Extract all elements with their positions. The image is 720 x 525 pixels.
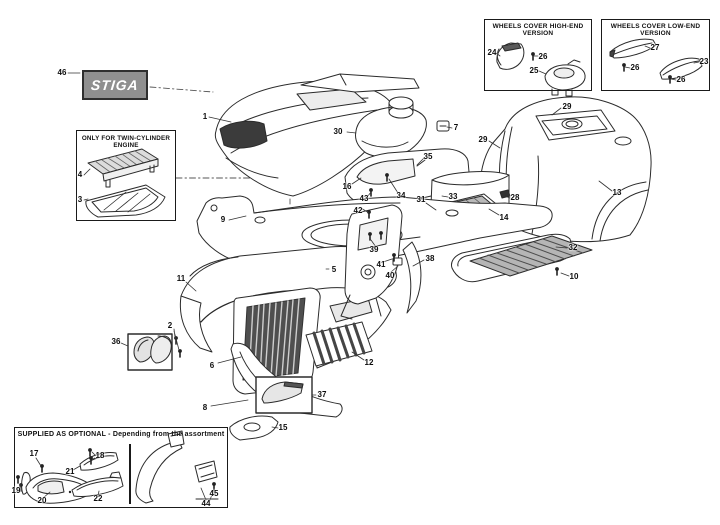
twin-cylinder-engine-box: ONLY FOR TWIN-CYLINDER ENGINE (76, 130, 176, 221)
callout-42: 42 (353, 206, 363, 215)
callout-22: 22 (93, 494, 103, 503)
supplied-as-optional-title: SUPPLIED AS OPTIONAL - Depending from th… (17, 431, 225, 438)
callout-36: 36 (111, 337, 121, 346)
callout-41: 41 (376, 260, 386, 269)
callout-11: 11 (176, 274, 186, 283)
callout-12: 12 (364, 358, 374, 367)
callout-40: 40 (385, 271, 395, 280)
supplied-as-optional-box: SUPPLIED AS OPTIONAL - Depending from th… (14, 427, 228, 508)
callout-28: 28 (510, 193, 520, 202)
callout-2: 2 (167, 321, 173, 330)
callout-20: 20 (37, 496, 47, 505)
twin-cylinder-engine-title: ONLY FOR TWIN-CYLINDER ENGINE (81, 135, 171, 149)
twin-cylinder-box-parts (85, 148, 166, 218)
callout-21: 21 (65, 467, 75, 476)
optional-right-parts (135, 430, 219, 504)
callout-26: 26 (676, 75, 686, 84)
callout-44: 44 (201, 499, 211, 508)
wheels-cover-low-end-title: WHEELS COVER LOW-END VERSION (610, 23, 701, 37)
callout-45: 45 (209, 489, 219, 498)
wheels-cover-high-end-box: WHEELS COVER HIGH-END VERSION (484, 19, 592, 91)
optional-left-parts (21, 452, 124, 504)
callout-38: 38 (425, 254, 435, 263)
headlight-lenses-box (127, 333, 173, 371)
callout-3: 3 (77, 195, 83, 204)
callout-43: 43 (359, 194, 369, 203)
callout-27: 27 (650, 43, 660, 52)
wheels-cover-high-end-title: WHEELS COVER HIGH-END VERSION (492, 23, 584, 37)
callout-29: 29 (562, 102, 572, 111)
leader-lines (18, 45, 700, 501)
callout-5: 5 (331, 265, 337, 274)
part-air-cleaner-cover (355, 96, 427, 158)
callout-9: 9 (220, 215, 226, 224)
callout-16: 16 (342, 182, 352, 191)
callout-24: 24 (487, 48, 497, 57)
callout-29: 29 (478, 135, 488, 144)
low-end-box-parts (609, 38, 703, 80)
callout-1: 1 (202, 112, 208, 121)
callout-15: 15 (278, 423, 288, 432)
callout-19: 19 (11, 486, 21, 495)
callout-25: 25 (529, 66, 539, 75)
part-bracket-15 (229, 415, 279, 441)
callout-13: 13 (612, 188, 622, 197)
callout-32: 32 (568, 243, 578, 252)
callout-34: 34 (396, 191, 406, 200)
callout-37: 37 (317, 390, 327, 399)
callout-8: 8 (202, 403, 208, 412)
callout-31: 31 (416, 195, 426, 204)
callout-14: 14 (499, 213, 509, 222)
callout-10: 10 (569, 272, 579, 281)
part-hood (214, 73, 420, 197)
callout-18: 18 (95, 451, 105, 460)
callout-17: 17 (29, 449, 39, 458)
optional-box-divider (129, 444, 131, 504)
part-clip-7 (436, 120, 450, 132)
callout-33: 33 (448, 192, 458, 201)
part-side-vent (305, 321, 373, 367)
callout-26: 26 (538, 52, 548, 61)
part-foot-mat-32 (451, 233, 593, 283)
part-clip-28 (499, 189, 511, 199)
callout-26: 26 (630, 63, 640, 72)
callout-4: 4 (77, 170, 83, 179)
callout-23: 23 (699, 57, 709, 66)
callout-7: 7 (453, 123, 459, 132)
callout-30: 30 (333, 127, 343, 136)
headlight-part-box (255, 376, 313, 414)
part-column-bracket (340, 204, 422, 320)
callout-46: 46 (57, 68, 67, 77)
wheels-cover-low-end-box: WHEELS COVER LOW-END VERSION (601, 19, 710, 91)
callout-35: 35 (423, 152, 433, 161)
callout-6: 6 (209, 361, 215, 370)
stiga-logo: STIGA (82, 70, 148, 100)
high-end-box-parts (496, 42, 586, 97)
callout-39: 39 (369, 245, 379, 254)
